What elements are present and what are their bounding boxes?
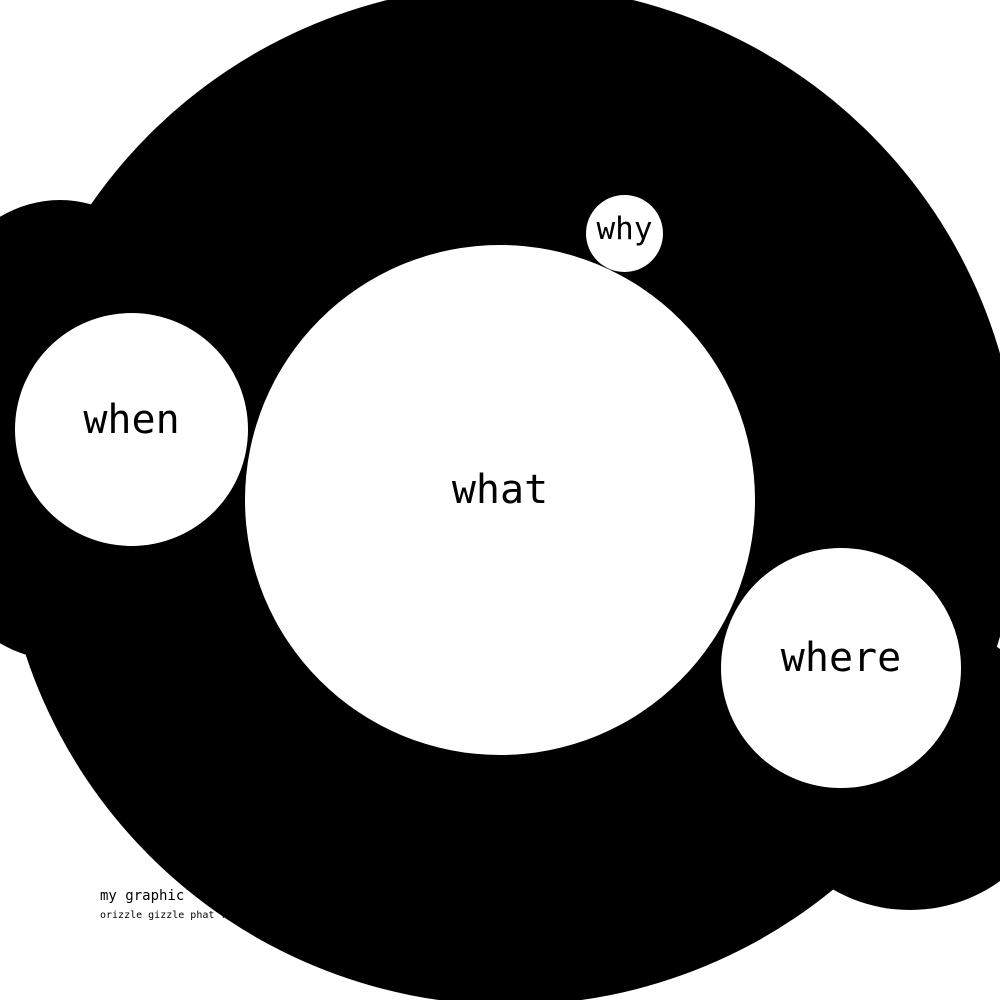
label-why: why — [596, 211, 653, 247]
caption-title: my graphic — [100, 888, 185, 904]
circle-why: why — [586, 195, 663, 272]
circle-when: when — [15, 313, 248, 546]
circle-what: what — [245, 245, 755, 755]
label-where: where — [780, 635, 902, 681]
label-what: what — [451, 467, 549, 513]
caption-body: orizzle gizzle phat fo t quis, gravida v… — [100, 910, 414, 921]
label-when: when — [83, 396, 180, 443]
caption: my graphic orizzle gizzle phat fo t quis… — [100, 888, 900, 923]
circle-where: where — [721, 548, 961, 788]
